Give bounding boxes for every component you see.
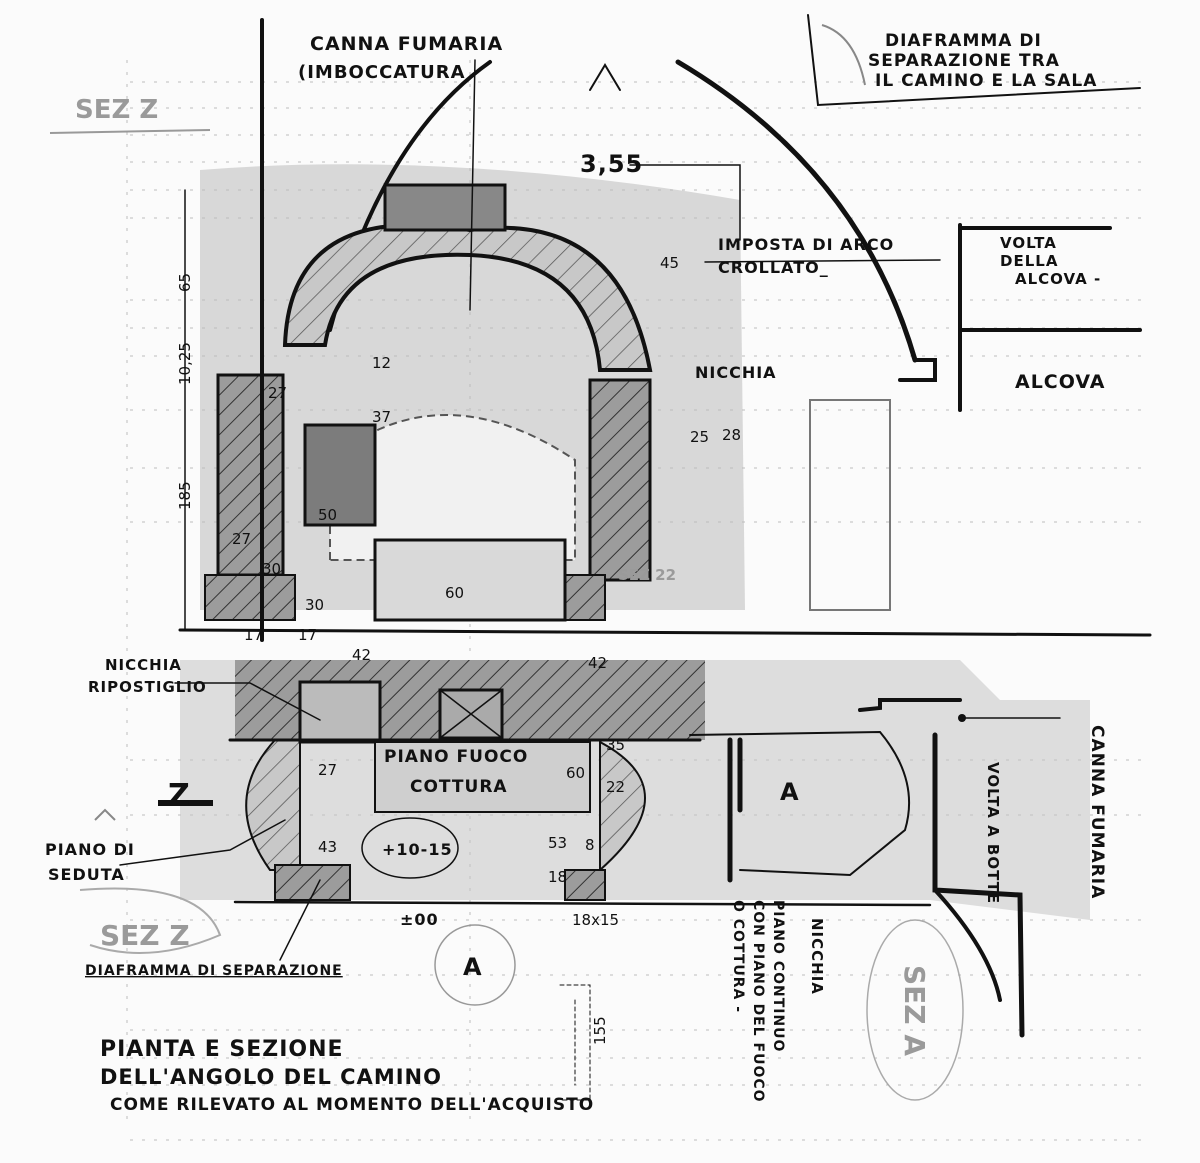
dimension-27-a: 27 — [268, 384, 287, 402]
label-imposta-arco-2: CROLLATO_ — [718, 258, 829, 277]
label-piano-fuoco-1: PIANO FUOCO — [384, 747, 528, 767]
label-piano-seduta-1: PIANO DI — [45, 840, 135, 859]
label-nicchia-plan: NICCHIA — [808, 918, 826, 995]
label-piano-seduta-2: SEDUTA — [48, 865, 125, 884]
level-zero: ±00 — [400, 910, 439, 929]
labels: SEZ Z CANNA FUMARIA (IMBOCCATURA DIAFRAM… — [45, 31, 1107, 1115]
dimension-37: 37 — [372, 408, 391, 426]
dimension-17-a: 17 — [244, 626, 263, 644]
label-piano-fuoco-2: COTTURA — [410, 777, 508, 797]
dimension-50: 50 — [318, 506, 337, 524]
label-volta-alcova-3: ALCOVA - — [1015, 270, 1101, 288]
dimension-60-b: 60 — [566, 764, 585, 782]
label-volta-alcova-2: DELLA — [1000, 252, 1058, 270]
dimension-53: 53 — [548, 834, 567, 852]
label-nicchia-ripostiglio-1: NICCHIA — [105, 656, 182, 674]
dimension-17-b: 17 — [298, 626, 317, 644]
dimension-18: 18 — [548, 868, 567, 886]
dimension-45: 45 — [660, 254, 679, 272]
dimension-28: 28 — [722, 426, 741, 444]
dimension-27-b: 27 — [232, 530, 251, 548]
label-nicchia-section: NICCHIA — [695, 363, 777, 382]
label-piano-continuo-3: O COTTURA - — [730, 900, 746, 1013]
elevation-section — [178, 14, 1152, 642]
section-label-sez-z-top: SEZ Z — [75, 95, 158, 125]
dimension-43: 43 — [318, 838, 337, 856]
label-canna-fumaria-top: CANNA FUMARIA — [310, 33, 503, 55]
dimension-35: 35 — [606, 736, 625, 754]
label-alcova: ALCOVA — [1015, 371, 1106, 393]
section-label-sez-22: SEZ 22 — [618, 566, 676, 584]
label-imboccatura: (IMBOCCATURA — [298, 62, 466, 83]
title-line-3: COME RILEVATO AL MOMENTO DELL'ACQUISTO — [110, 1095, 594, 1115]
dimension-155: 155 — [591, 1016, 609, 1045]
title-line-1: PIANTA E SEZIONE — [100, 1037, 344, 1062]
a-marker: A — [463, 953, 483, 981]
label-volta-a-botte: VOLTA A BOTTE — [984, 762, 1002, 904]
section-label-sez-a: SEZ A — [898, 965, 931, 1056]
label-canna-fumaria-right: CANNA FUMARIA — [1087, 725, 1107, 899]
dimension-3-55: 3,55 — [580, 150, 643, 178]
label-piano-continuo-2: CON PIANO DEL FUOCO — [750, 900, 766, 1103]
dimension-12: 12 — [372, 354, 391, 372]
dimension-42-b: 42 — [588, 654, 607, 672]
dimension-27-c: 27 — [318, 761, 337, 779]
dimension-60-a: 60 — [445, 584, 464, 602]
dimension-65: 65 — [176, 273, 194, 292]
a-plan-label: A — [780, 778, 800, 806]
dimension-42-a: 42 — [352, 646, 371, 664]
label-diaframma-top-3: IL CAMINO E LA SALA — [875, 71, 1097, 91]
floor-plan — [79, 660, 1090, 1101]
dimension-25: 25 — [690, 428, 709, 446]
dimension-8: 8 — [585, 836, 595, 854]
z-marker: Z — [168, 778, 191, 813]
label-piano-continuo-1: PIANO CONTINUO — [770, 900, 786, 1052]
label-diaframma-bottom: DIAFRAMMA DI SEPARAZIONE — [85, 963, 343, 979]
dimension-22: 22 — [606, 778, 625, 796]
level-range: +10-15 — [382, 840, 453, 859]
dimension-30-a: 30 — [262, 560, 281, 578]
dimension-30-b: 30 — [305, 596, 324, 614]
dimension-18x15: 18x15 — [572, 911, 619, 929]
label-imposta-arco-1: IMPOSTA DI ARCO — [718, 235, 894, 254]
label-nicchia-ripostiglio-2: RIPOSTIGLIO — [88, 678, 207, 696]
label-volta-alcova-1: VOLTA — [1000, 234, 1057, 252]
section-label-sez-z-bottom: SEZ Z — [100, 919, 190, 952]
dimension-10-25: 10,25 — [176, 342, 194, 385]
title-line-2: DELL'ANGOLO DEL CAMINO — [100, 1065, 442, 1089]
label-diaframma-top-2: SEPARAZIONE TRA — [868, 51, 1060, 71]
dimension-185: 185 — [176, 481, 194, 510]
label-diaframma-top-1: DIAFRAMMA DI — [885, 31, 1042, 51]
